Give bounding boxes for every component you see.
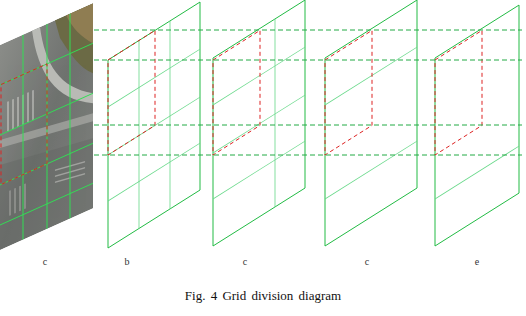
grid-plane [213, 0, 305, 246]
guide-lines [94, 30, 522, 155]
figure-caption: Fig. 4 Grid division diagram [185, 288, 341, 304]
panel-label: c [43, 256, 47, 267]
panel-label: e [475, 256, 479, 267]
panel-label: c [365, 256, 369, 267]
grid-plane [325, 0, 417, 246]
grid-plane [435, 5, 519, 246]
aerial-image [0, 3, 93, 250]
panel-label: b [125, 256, 130, 267]
panel-label: c [243, 256, 247, 267]
